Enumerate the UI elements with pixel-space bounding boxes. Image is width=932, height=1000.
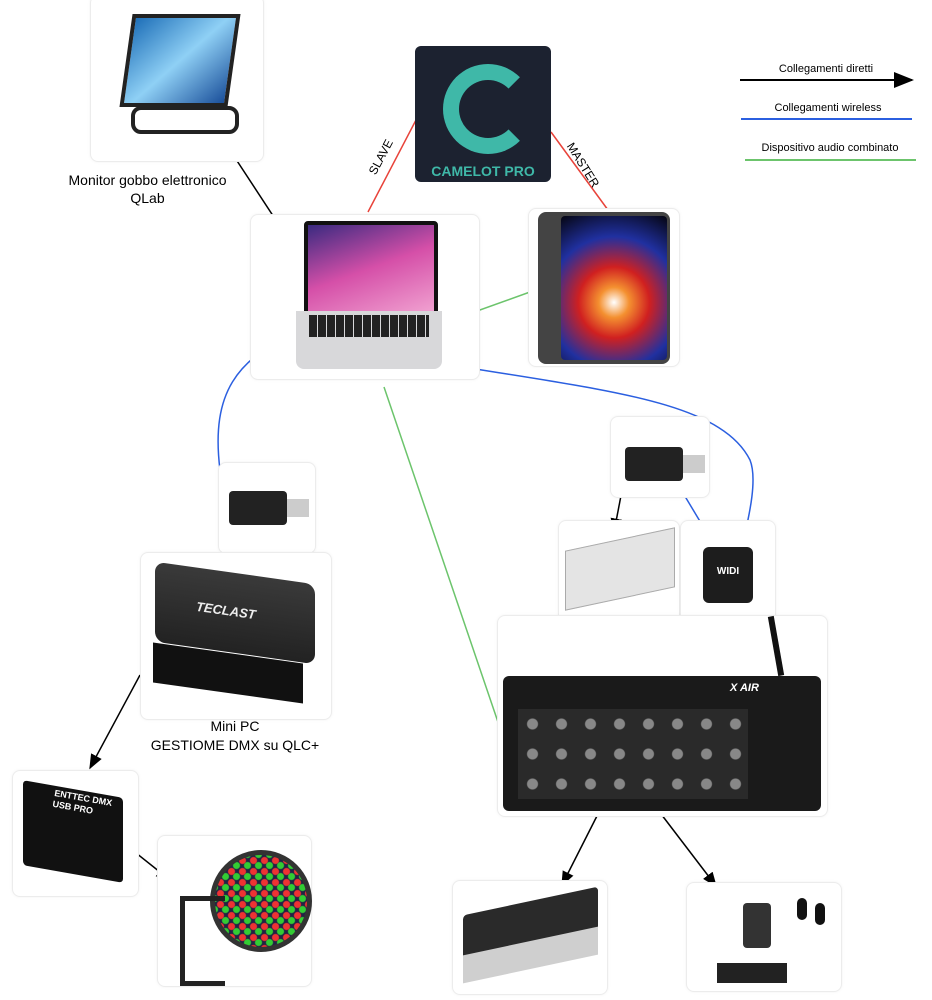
laptop-widi-wireless (444, 363, 754, 539)
midi-interface-device (558, 520, 680, 630)
camelot-c-icon (443, 64, 533, 154)
monitor-device (90, 0, 264, 162)
xair-mixer-device: X AIR (497, 615, 828, 817)
laptop-mixer-line (383, 386, 501, 729)
camelot-pro-logo: CAMELOT PRO (415, 46, 551, 182)
wireless-iem-device (686, 882, 842, 992)
monitor-label-line1: Monitor gobbo elettronico (68, 172, 227, 188)
cme-dongle-right (610, 416, 710, 498)
behringer-p16-device (452, 880, 608, 995)
mini-pc-device: TECLAST (140, 552, 332, 720)
camelot-logo-text: CAMELOT PRO (431, 163, 535, 179)
widi-device: WIDI (680, 520, 776, 622)
slave-line (367, 119, 417, 213)
minipc-label-line2: GESTIOME DMX su QLC+ (150, 737, 320, 753)
enttec-dmx-device: ENTTEC DMX USB PRO (12, 770, 139, 897)
mixer-iem-arrow (657, 809, 717, 888)
xair-logo: X AIR (730, 682, 759, 694)
widi-logo: WIDI (716, 566, 740, 577)
legend-wireless-label: Collegamenti wireless (774, 102, 882, 114)
minipc-dmx-arrow (89, 674, 141, 770)
legend-combined-label: Dispositivo audio combinato (761, 142, 899, 154)
monitor-label-line2: QLab (130, 190, 165, 206)
mixer-stagebox-arrow (561, 809, 601, 887)
master-line (550, 131, 609, 211)
led-par-light-device (157, 835, 312, 987)
laptop-device (250, 214, 480, 380)
cme-dongle-left (218, 462, 316, 554)
minipc-label-line1: Mini PC (210, 718, 260, 734)
legend-direct-label: Collegamenti diretti (778, 63, 874, 75)
ipad-device (528, 208, 680, 367)
